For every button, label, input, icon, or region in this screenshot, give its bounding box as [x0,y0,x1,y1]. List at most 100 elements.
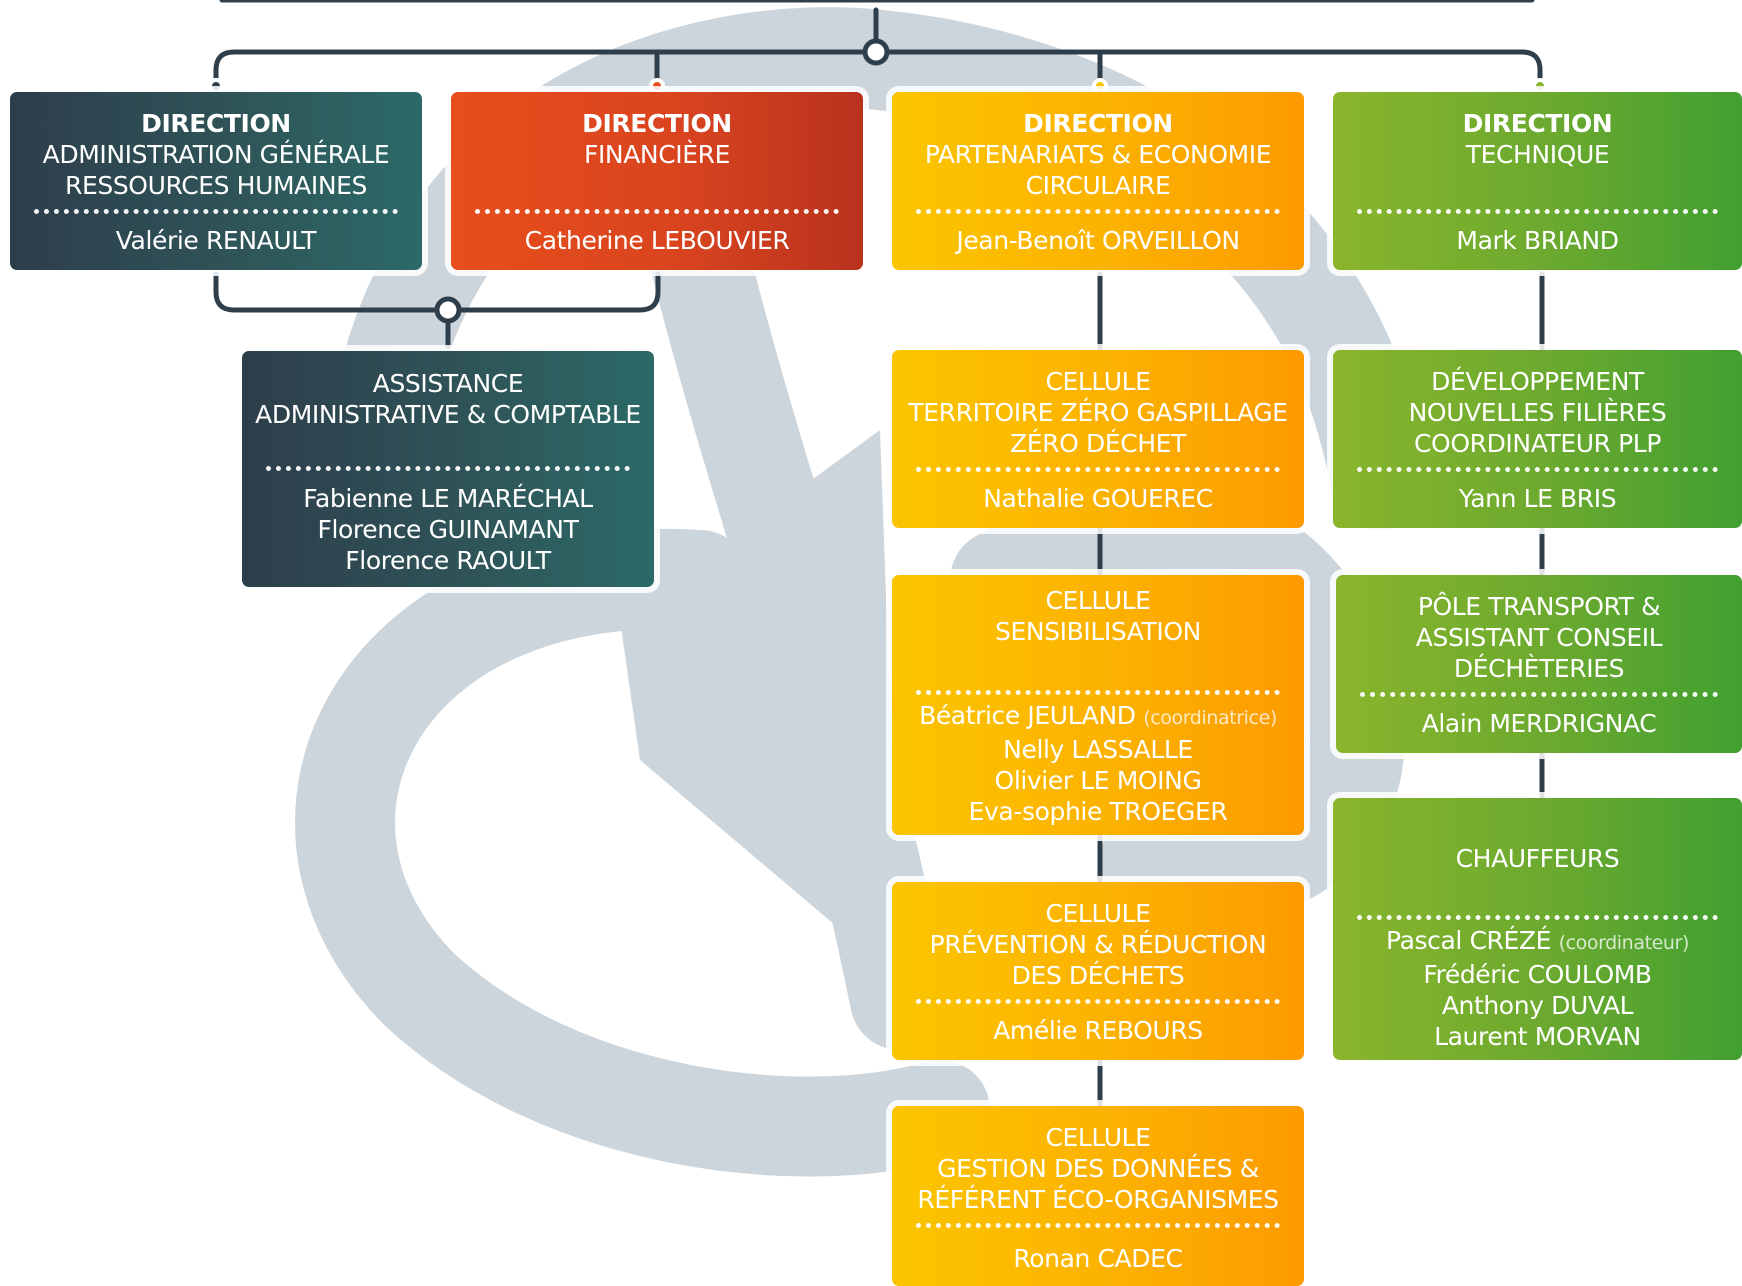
person-name-text: Anthony DUVAL [1441,990,1634,1020]
cell-title-line: DES DÉCHETS [1011,961,1185,990]
unit-title-line: DÉVELOPPEMENT [1431,367,1644,396]
dotted-separator [916,209,1280,214]
person-name-text: Ronan CADEC [1013,1243,1183,1273]
cell-people: Ronan CADEC [892,1236,1304,1280]
direction-partnerships-title: DIRECTION PARTENARIATS & ECONOMIE CIRCUL… [892,102,1304,207]
dotted-separator [916,1223,1280,1228]
dotted-separator [916,467,1280,472]
assistance-box: ASSISTANCE ADMINISTRATIVE & COMPTABLE Fa… [242,351,654,587]
direction-label: DIRECTION [582,109,732,138]
unit-drivers-box: CHAUFFEURS Pascal CRÉZÉ (coordinateur) F… [1333,798,1742,1060]
direction-admin-title: DIRECTION ADMINISTRATION GÉNÉRALE RESSOU… [10,102,422,207]
person-name-text: Yann LE BRIS [1458,483,1617,513]
assistance-title-line: ASSISTANCE [372,369,524,398]
partnerships-node [1092,78,1108,94]
direction-partnerships-people: Jean-Benoît ORVEILLON [892,218,1304,262]
person-name-text: Béatrice JEULAND [919,700,1136,730]
unit-title-line: DÉCHÈTERIES [1453,654,1625,683]
person-role-note: (coordinatrice) [1143,706,1277,729]
unit-people: Pascal CRÉZÉ (coordinateur) Frédéric COU… [1333,924,1742,1052]
dotted-separator [916,999,1280,1004]
cell-title-line: PRÉVENTION & RÉDUCTION [929,930,1267,959]
dotted-separator [1357,209,1718,214]
technical-node [1532,78,1548,94]
person-entry: Eva-sophie TROEGER [969,796,1228,827]
direction-label: DIRECTION [1462,109,1613,138]
dotted-separator [34,209,398,214]
unit-title-line: CHAUFFEURS [1455,843,1620,873]
cell-title-line: RÉFÉRENT ÉCO-ORGANISMES [917,1185,1279,1214]
dotted-separator [916,690,1280,695]
cell-people: Amélie REBOURS [892,1008,1304,1052]
direction-title-line: PARTENARIATS & ECONOMIE [924,140,1272,169]
unit-transport-box: PÔLE TRANSPORT & ASSISTANT CONSEIL DÉCHÈ… [1336,575,1742,753]
cell-prevention-box: CELLULE PRÉVENTION & RÉDUCTION DES DÉCHE… [892,882,1304,1060]
person-name-text: Amélie REBOURS [993,1015,1203,1045]
unit-development-box: DÉVELOPPEMENT NOUVELLES FILIÈRES COORDIN… [1333,350,1742,528]
person-entry: Alain MERDRIGNAC [1422,708,1657,739]
direction-title-line: RESSOURCES HUMAINES [65,171,367,200]
cell-title-line: CELLULE [1045,586,1151,615]
direction-admin-people: Valérie RENAULT [10,218,422,262]
cell-title-line: SENSIBILISATION [995,617,1201,646]
person-name: Jean-Benoît ORVEILLON [956,225,1240,255]
cell-awareness-box: CELLULE SENSIBILISATION Béatrice JEULAND… [892,575,1304,835]
direction-title-line: CIRCULAIRE [1025,171,1171,200]
unit-people: Alain MERDRIGNAC [1336,701,1742,745]
person-entry: Anthony DUVAL [1441,990,1634,1021]
person-entry: Béatrice JEULAND (coordinatrice) [919,700,1277,734]
cell-people: Béatrice JEULAND (coordinatrice) Nelly L… [892,699,1304,827]
person-name-text: Laurent MORVAN [1434,1021,1641,1051]
cell-title-line: GESTION DES DONNÉES & [937,1154,1259,1183]
unit-title: DÉVELOPPEMENT NOUVELLES FILIÈRES COORDIN… [1333,360,1742,465]
person-entry: Ronan CADEC [1013,1243,1183,1274]
person-entry: Laurent MORVAN [1434,1021,1641,1052]
direction-admin-box: DIRECTION ADMINISTRATION GÉNÉRALE RESSOU… [10,92,422,270]
person-name: Fabienne LE MARÉCHAL [303,483,593,513]
person-name: Valérie RENAULT [115,225,317,255]
unit-title: PÔLE TRANSPORT & ASSISTANT CONSEIL DÉCHÈ… [1336,585,1742,690]
cell-title: CELLULE SENSIBILISATION [892,585,1304,647]
direction-label: DIRECTION [141,109,291,138]
dotted-separator [475,209,839,214]
person-name: Nathalie GOUEREC [983,483,1213,514]
trunk-node [862,38,890,66]
unit-title: CHAUFFEURS [1333,808,1742,908]
cell-data-box: CELLULE GESTION DES DONNÉES & RÉFÉRENT É… [892,1106,1304,1286]
cell-title: CELLULE GESTION DES DONNÉES & RÉFÉRENT É… [892,1116,1304,1221]
person-name-text: Eva-sophie TROEGER [968,796,1228,826]
person-name-text: Nelly LASSALLE [1003,734,1193,764]
unit-title-line: NOUVELLES FILIÈRES [1408,398,1667,427]
unit-people: Yann LE BRIS [1333,476,1742,520]
person-name-text: Olivier LE MOING [994,765,1202,795]
direction-technical-people: Mark BRIAND [1333,218,1742,262]
person-role-note: (coordinateur) [1558,931,1690,954]
person-name-text: Nathalie GOUEREC [983,483,1213,513]
direction-finance-people: Catherine LEBOUVIER [451,218,863,262]
direction-title-line: ADMINISTRATION GÉNÉRALE [42,140,390,169]
cell-title: CELLULE TERRITOIRE ZÉRO GASPILLAGE ZÉRO … [892,360,1304,465]
direction-finance-box: DIRECTION FINANCIÈRE Catherine LEBOUVIER [451,92,863,270]
person-entry: Olivier LE MOING [995,765,1202,796]
direction-technical-box: DIRECTION TECHNIQUE Mark BRIAND [1333,92,1742,270]
assistance-people: Fabienne LE MARÉCHAL Florence GUINAMANT … [242,479,654,579]
dotted-separator [1357,467,1718,472]
person-entry: Amélie REBOURS [993,1015,1203,1046]
emblem-ring-left [295,528,990,1177]
admin-node [208,78,224,94]
cell-zero-waste-box: CELLULE TERRITOIRE ZÉRO GASPILLAGE ZÉRO … [892,350,1304,528]
cell-people: Nathalie GOUEREC [892,476,1304,520]
assistance-title: ASSISTANCE ADMINISTRATIVE & COMPTABLE [242,361,654,437]
dotted-separator [1357,915,1718,920]
unit-title-line: COORDINATEUR PLP [1413,429,1662,458]
emblem-leaf [620,430,900,980]
cell-title-line: CELLULE [1045,899,1151,928]
cell-title-line: TERRITOIRE ZÉRO GASPILLAGE [908,398,1288,427]
direction-title-line: FINANCIÈRE [583,140,731,169]
person-entry: Pascal CRÉZÉ (coordinateur) [1386,925,1689,959]
dotted-separator [1360,692,1718,697]
person-entry: Nelly LASSALLE [1003,734,1193,765]
person-name: Florence GUINAMANT [317,514,579,544]
unit-title-line: PÔLE TRANSPORT & [1417,592,1661,621]
cell-title-line: ZÉRO DÉCHET [1010,429,1186,458]
